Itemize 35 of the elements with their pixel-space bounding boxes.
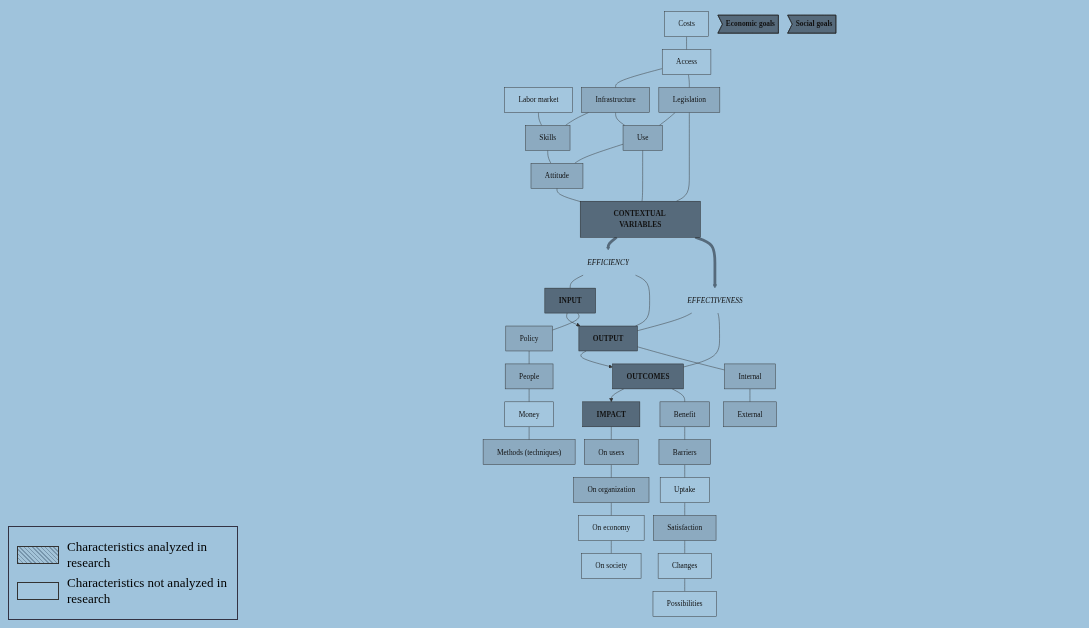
connector [684, 540, 685, 554]
connector [676, 112, 690, 202]
connector [637, 346, 725, 371]
connector [611, 464, 612, 478]
arrow [606, 236, 618, 251]
connector [683, 312, 720, 368]
connector [659, 112, 676, 126]
connector [684, 464, 685, 478]
connector [686, 36, 687, 50]
connector [569, 274, 584, 289]
connector [574, 144, 624, 164]
connector [684, 426, 685, 440]
connector [684, 578, 685, 592]
connector [565, 112, 589, 126]
arrow [694, 235, 717, 289]
connector [547, 150, 552, 164]
legend-text: Characteristics not analyzed in research [67, 575, 228, 607]
connector [684, 502, 685, 516]
connector [611, 426, 612, 440]
legend-text: Characteristics analyzed in research [67, 539, 209, 571]
connector [611, 502, 612, 516]
connector [528, 426, 530, 440]
connector [611, 540, 612, 554]
connector [528, 388, 530, 403]
connector [637, 312, 692, 331]
connector [556, 188, 581, 202]
connector [641, 150, 643, 202]
connector [635, 274, 650, 327]
connector [615, 68, 663, 88]
connector [615, 112, 626, 126]
connector [528, 350, 530, 365]
connector [749, 388, 751, 403]
connector [671, 388, 685, 403]
connector [688, 74, 690, 88]
connector [538, 112, 542, 126]
